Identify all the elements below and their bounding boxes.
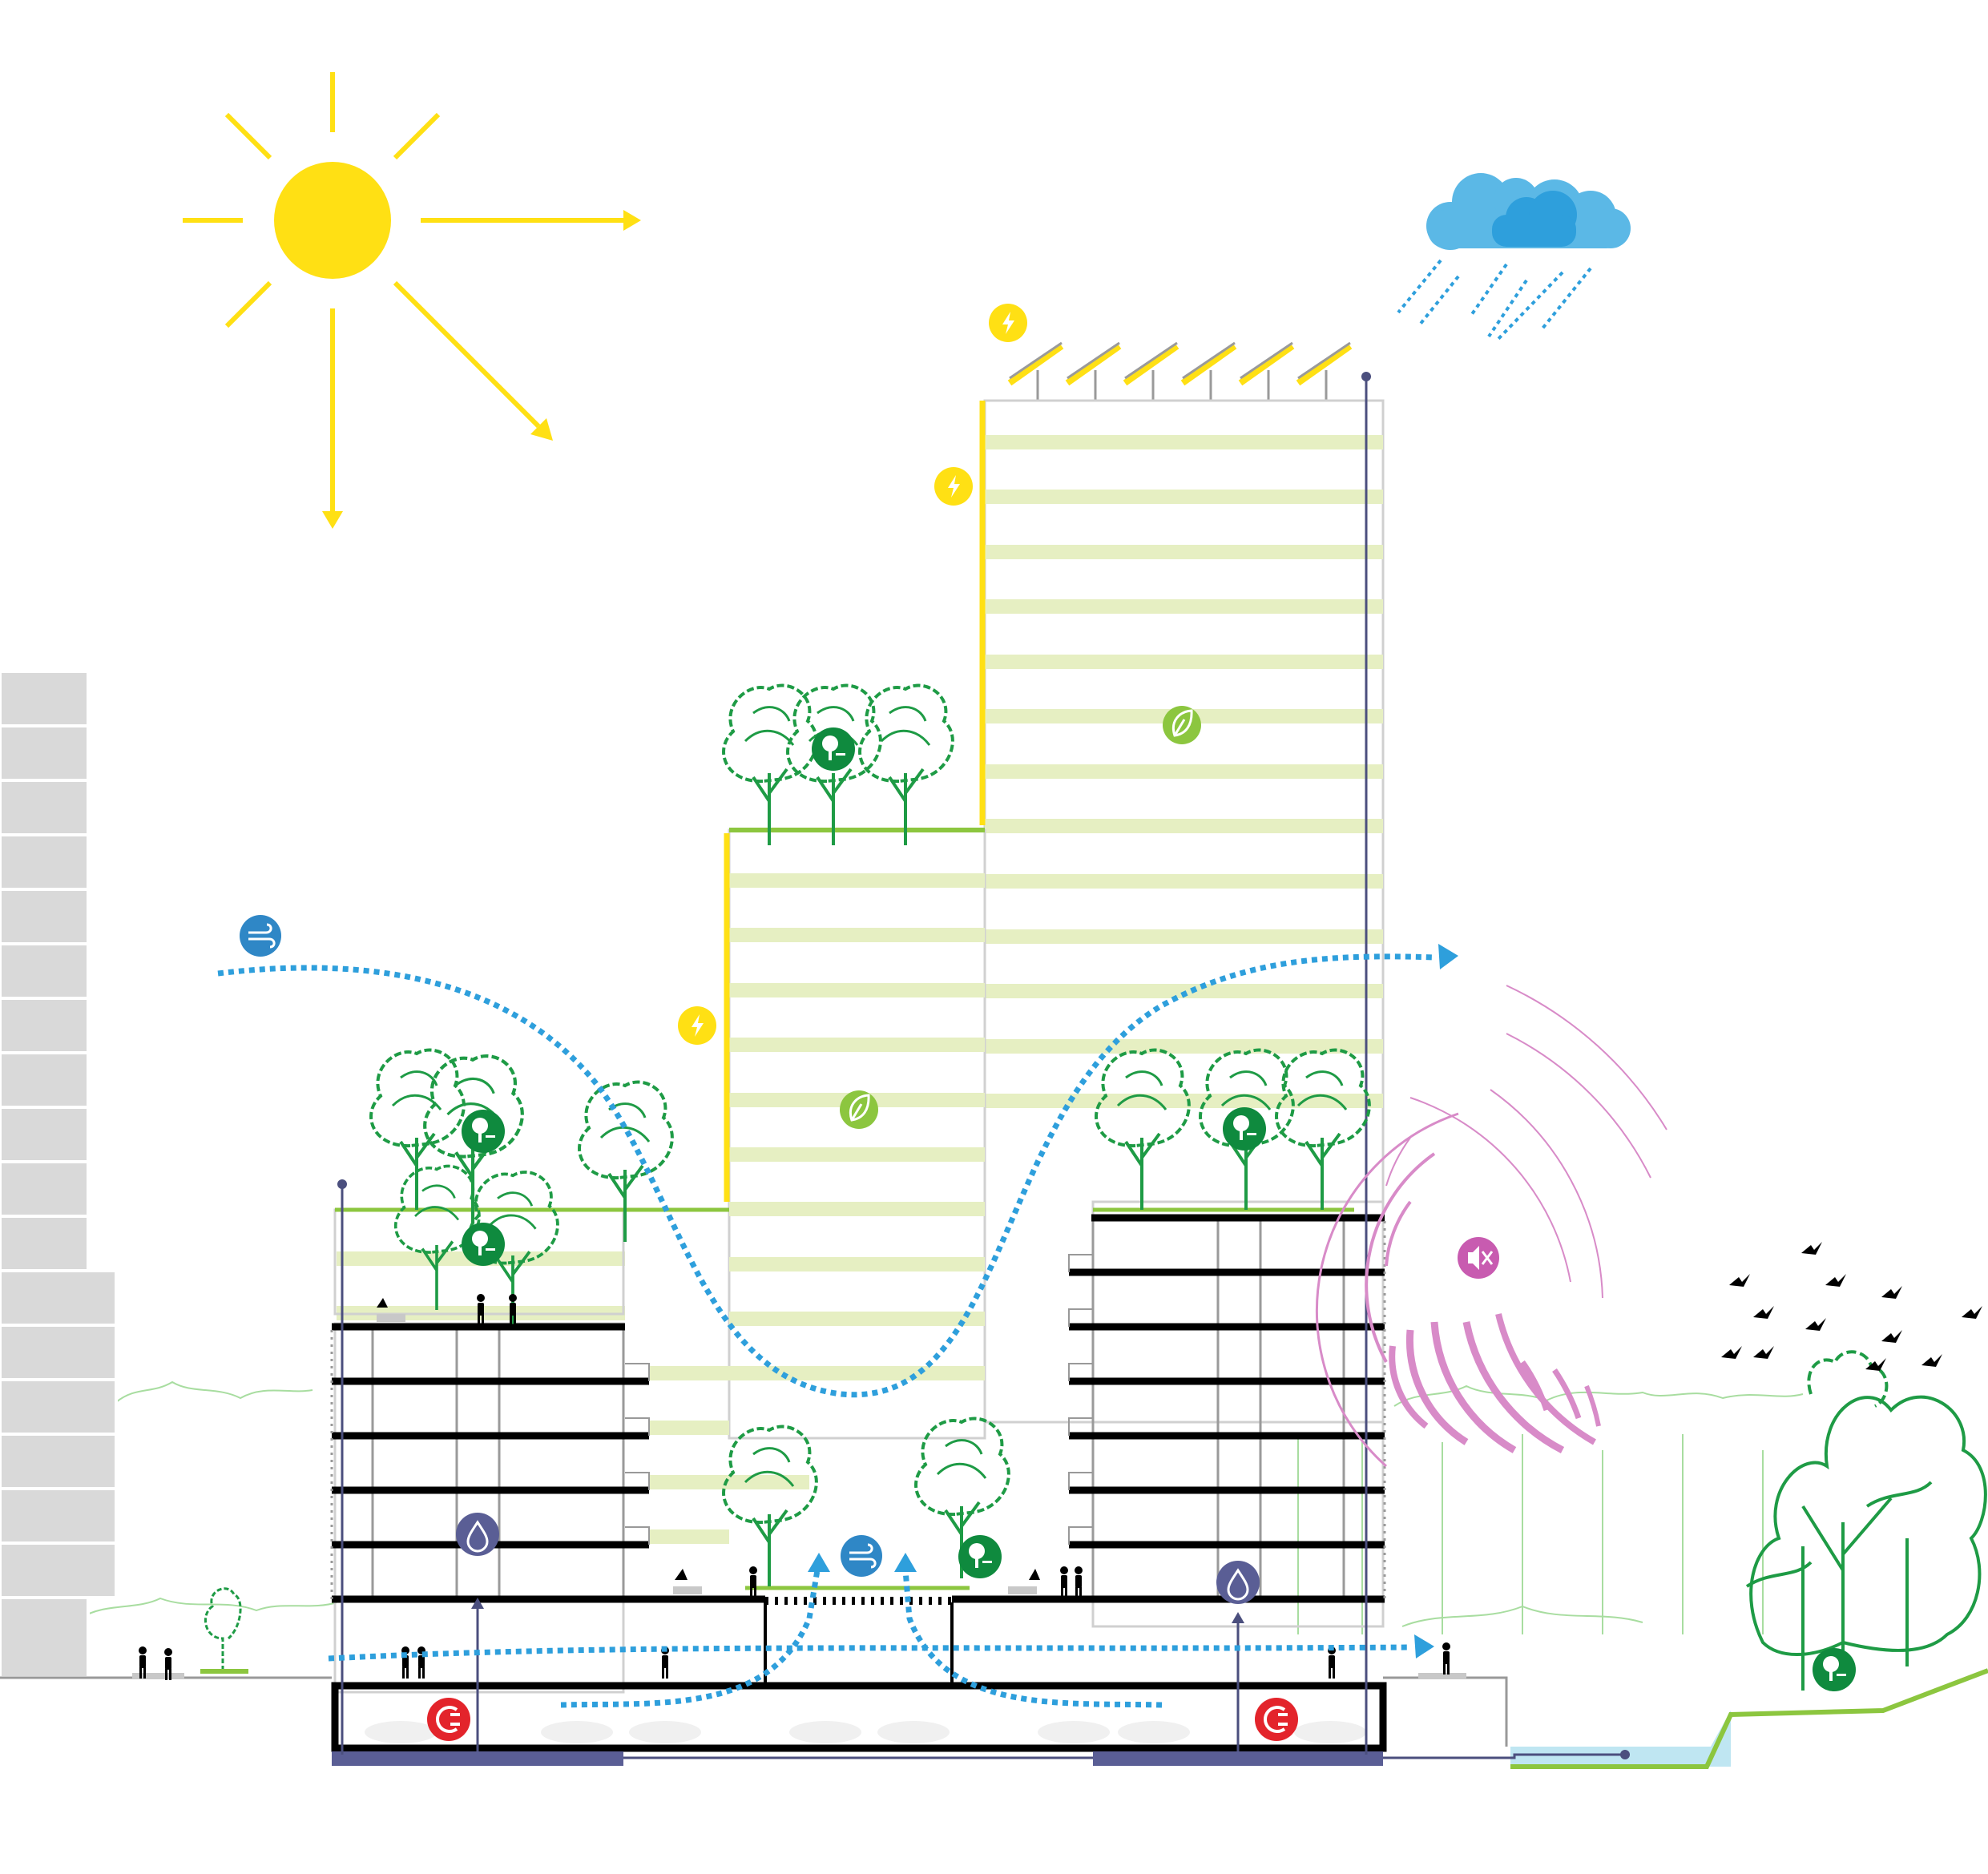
sunlight-arrow-diagonal xyxy=(530,418,553,441)
right-water-tank xyxy=(1093,1751,1383,1766)
neighbor-building xyxy=(0,670,118,1679)
wind-arrowheads xyxy=(808,944,1458,1658)
solar-panel-icon xyxy=(1007,341,1353,401)
right-floor-slabs xyxy=(952,1214,1385,1690)
rain-cloud-icon xyxy=(1397,173,1631,342)
rooftop-trees-left xyxy=(369,1048,674,1326)
middle-block xyxy=(337,828,986,1544)
street-shrub xyxy=(200,1587,248,1674)
noise-waves xyxy=(1315,985,1667,1468)
tower-block xyxy=(979,399,1385,1424)
sun-icon xyxy=(183,72,641,529)
tree-icon xyxy=(462,727,1856,1691)
background-trees xyxy=(79,1380,1804,1634)
wind-icon xyxy=(240,915,882,1577)
ev-charger-icon xyxy=(427,1698,1298,1741)
mute-speaker-icon xyxy=(1458,1237,1499,1279)
wind-flows xyxy=(217,953,1435,1708)
lightning-bolt-icon xyxy=(678,304,1027,1045)
park-tree-large xyxy=(1745,1350,1987,1691)
left-floor-slabs xyxy=(332,1323,765,1690)
people-silhouettes xyxy=(139,1294,1450,1680)
rain-drops xyxy=(1397,259,1592,342)
sunlight-arrow-horizontal xyxy=(623,210,641,231)
retention-pond xyxy=(1510,1668,1988,1769)
balcony-rails xyxy=(330,1330,650,1599)
underground-parking xyxy=(331,1682,1387,1766)
water-drop-icon xyxy=(456,1513,1260,1604)
green-floor-bands xyxy=(985,435,1383,1108)
sunlight-arrow-down xyxy=(322,511,343,529)
leaf-icon xyxy=(840,706,1201,1129)
left-water-tank xyxy=(332,1751,623,1766)
atrium-bridge xyxy=(745,1586,970,1605)
pipe-end-markers xyxy=(337,372,1630,1759)
